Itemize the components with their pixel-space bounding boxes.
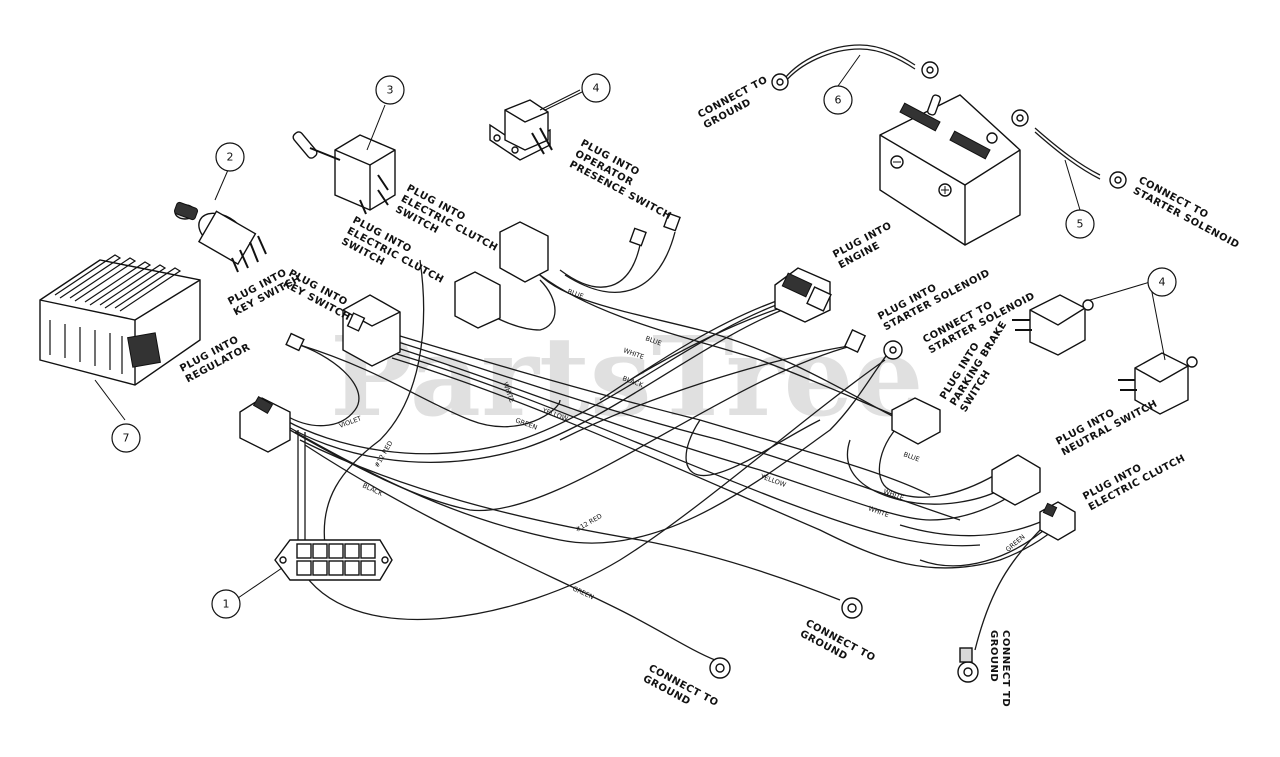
regulator-component: [39, 254, 201, 421]
callout-3: [375, 75, 405, 105]
label-plug-operator-presence: PLUG INTO OPERATOR PRESENCE SWITCH: [567, 138, 684, 222]
callout-1-number: 1: [223, 598, 230, 611]
label-connect-starter-top: CONNECT TO STARTER SOLENOID: [1131, 175, 1247, 251]
callout-leader: [1064, 159, 1081, 211]
label-plug-electric-clutch: PLUG INTO ELECTRIC CLUTCH: [1081, 442, 1187, 513]
callout-2: [215, 142, 245, 172]
callout-7: [111, 423, 141, 453]
wire-label-white: WHITE: [882, 487, 905, 502]
wire-label-blue: BLUE: [902, 450, 920, 463]
wire-label-black: BLACK: [361, 482, 384, 499]
ring-terminals: [709, 61, 1127, 683]
callout-7-number: 7: [123, 432, 130, 445]
wire-label-green: GREEN: [571, 585, 595, 602]
clutch-switch-component: [292, 104, 396, 215]
battery-component: [879, 94, 1021, 246]
watermark: PartsTree: [330, 312, 924, 441]
callout-4a: [581, 73, 611, 103]
wire-label-white: WHITE: [867, 504, 890, 519]
harness-connectors: [239, 212, 1076, 541]
label-plug-engine: PLUG INTO ENGINE: [831, 219, 903, 272]
callout-leader: [1089, 281, 1166, 361]
neutral-switch-component: [1118, 352, 1198, 415]
label-connect-ground-1: CONNECT TO GROUND: [798, 618, 881, 677]
wire-label-green: GREEN: [1004, 533, 1027, 554]
terminal-block-component: [237, 539, 393, 599]
presence-switch-component: [489, 89, 581, 161]
wires: [284, 44, 1101, 661]
callout-4b-number: 4: [1159, 276, 1166, 289]
key-switch-component: [173, 169, 267, 273]
label-plug-key-switch-2: PLUG INTO KEY SWITCH: [281, 268, 358, 323]
callouts: 1 2 3 4 4 5 6 7: [111, 73, 1177, 619]
label-connect-ground-top: CONNECT TO GROUND: [696, 73, 779, 132]
brake-switch-component: [1012, 294, 1094, 356]
callout-leader: [837, 54, 861, 87]
callout-2-number: 2: [227, 151, 234, 164]
callout-4a-number: 4: [593, 82, 600, 95]
callout-1: [211, 589, 241, 619]
wire-label-blue: BLUE: [566, 287, 584, 300]
callout-4b: [1147, 267, 1177, 297]
callout-3-number: 3: [387, 84, 394, 97]
wire-label-red: #12 RED: [373, 440, 395, 469]
callout-5-number: 5: [1077, 218, 1084, 231]
callout-leader: [544, 91, 583, 111]
callout-6-number: 6: [835, 94, 842, 107]
label-connect-ground-3: CONNECT TD GROUND: [988, 630, 1011, 711]
